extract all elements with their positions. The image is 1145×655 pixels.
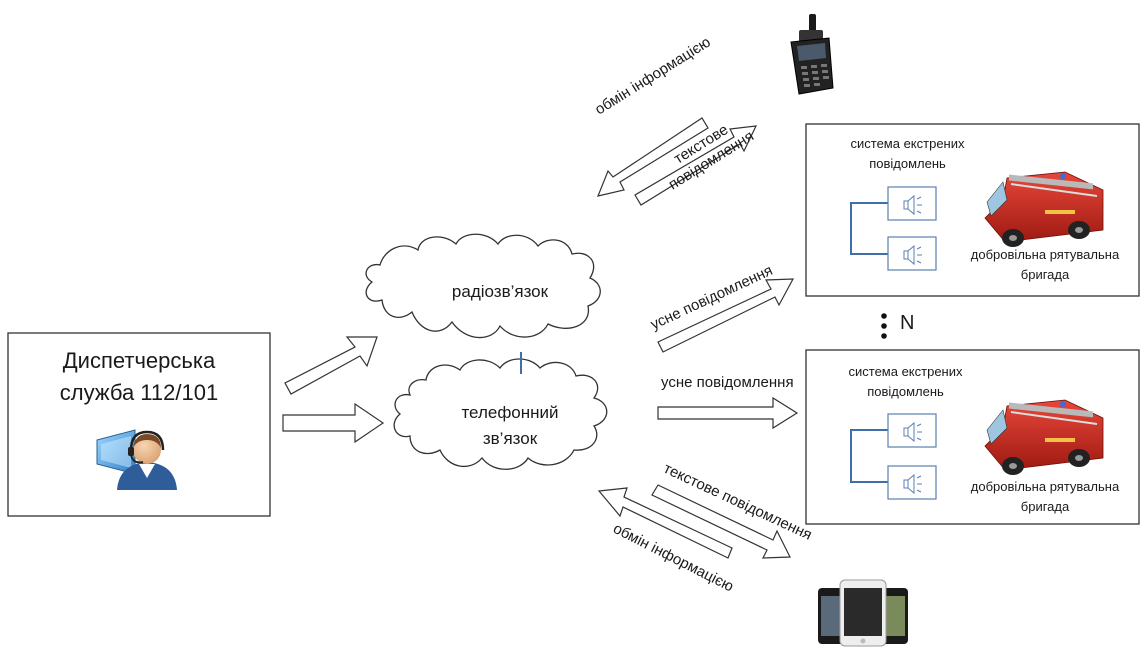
speaker-icon	[903, 473, 922, 495]
arrow-phone-voice	[657, 396, 799, 430]
brigade-2-name-label: добровільна рятувальна бригада	[950, 477, 1140, 517]
arrow-radio-text	[634, 125, 758, 206]
arrow-phone-exchange	[597, 487, 733, 559]
phone-cloud	[393, 358, 608, 470]
dispatcher-title: Диспетчерська служба 112/101	[8, 345, 270, 409]
dispatcher-title-line1: Диспетчерська	[62, 348, 216, 373]
phone-cloud-label-line1: телефонний	[461, 403, 559, 422]
speaker-system-1	[850, 186, 937, 271]
speaker-system-2	[850, 413, 937, 500]
brigade-1-system-line2: повідомлень	[869, 156, 946, 171]
arrow-to-radio	[284, 336, 378, 395]
arrow-phone-text	[651, 484, 791, 559]
brigade-count-label: N	[900, 312, 915, 334]
arrow-to-phone	[282, 402, 385, 444]
dispatcher-title-line2: служба 112/101	[59, 380, 219, 405]
fire-truck-icon	[984, 171, 1104, 247]
vertical-ellipsis-icon	[881, 313, 887, 339]
walkie-talkie-icon	[790, 14, 834, 95]
brigade-1-name-label: добровільна рятувальна бригада	[950, 245, 1140, 285]
brigade-1-name-line1: добровільна рятувальна	[970, 247, 1120, 262]
fire-truck-icon	[984, 399, 1104, 475]
speaker-icon	[903, 244, 922, 266]
smartphones-icon	[818, 579, 908, 647]
brigade-2-system-label: система екстрених повідомлень	[823, 362, 988, 402]
headset-operator-icon	[96, 429, 177, 490]
arrow-radio-voice	[657, 278, 795, 353]
radio-cloud-label: радіозв’язок	[451, 282, 549, 301]
brigade-2-system-line1: система екстрених	[848, 364, 963, 379]
phone-cloud-label-line2: зв’язок	[482, 429, 538, 448]
brigade-1-system-label: система екстрених повідомлень	[825, 134, 990, 174]
brigade-1-name-line2: бригада	[1020, 267, 1070, 282]
speaker-icon	[903, 421, 922, 443]
arrow-radio-exchange	[597, 117, 709, 197]
radio-cloud	[365, 233, 601, 339]
speaker-icon	[903, 194, 922, 216]
brigade-1-system-line1: система екстрених	[850, 136, 965, 151]
phone-voice-label: усне повідомлення	[661, 374, 794, 391]
brigade-2-name-line2: бригада	[1020, 499, 1070, 514]
brigade-2-system-line2: повідомлень	[867, 384, 944, 399]
brigade-2-name-line1: добровільна рятувальна	[970, 479, 1120, 494]
phone-cloud-label: телефонний зв’язок	[440, 400, 580, 452]
